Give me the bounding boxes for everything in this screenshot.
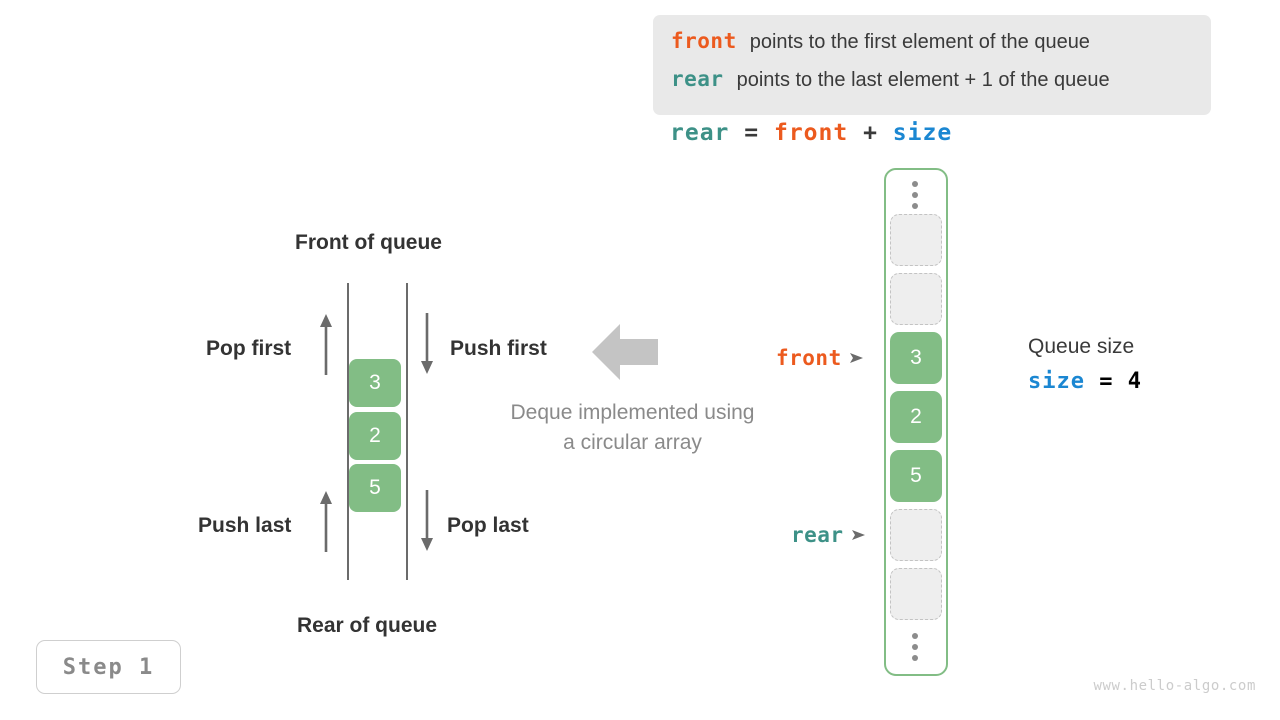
- deque-caption-line1: Deque implemented using: [510, 401, 755, 424]
- deque-cell-1: 2: [349, 412, 401, 460]
- array-slot-4: 5: [890, 450, 942, 502]
- pop-last-label: Pop last: [447, 514, 529, 537]
- equation-plus: +: [863, 120, 878, 146]
- push-last-arrow-up-icon: [320, 491, 332, 552]
- queue-size-equals: =: [1099, 369, 1114, 394]
- equation-equals: =: [744, 120, 760, 146]
- legend-box: front points to the first element of the…: [653, 15, 1211, 115]
- queue-size-var: size: [1028, 369, 1085, 394]
- pop-last-arrow-down-icon: [421, 490, 433, 551]
- queue-size-equation: size = 4: [1028, 369, 1142, 394]
- array-slot-0: [890, 214, 942, 266]
- deque-rail-right: [406, 283, 408, 580]
- legend-keyword-front: front: [671, 29, 737, 53]
- queue-size-value: 4: [1127, 369, 1142, 394]
- pointer-rear-arrow-icon: [851, 530, 865, 540]
- array-slot-5: [890, 509, 942, 561]
- queue-size-block: Queue size size = 4: [1028, 335, 1142, 394]
- equation-lhs: rear: [670, 120, 730, 146]
- step-badge: Step 1: [36, 640, 181, 694]
- pointer-front-label: front: [776, 346, 842, 370]
- push-last-label: Push last: [198, 514, 292, 537]
- push-first-arrow-down-icon: [421, 313, 433, 374]
- watermark: www.hello-algo.com: [1093, 678, 1256, 694]
- pop-first-label: Pop first: [206, 337, 292, 360]
- push-first-label: Push first: [450, 337, 547, 360]
- array-slot-2: 3: [890, 332, 942, 384]
- array-bottom-ellipsis-icon: [911, 633, 919, 661]
- deque-caption: Deque implemented using a circular array: [470, 398, 795, 458]
- pointer-front-arrow-icon: [849, 353, 863, 363]
- equation-rhs-size: size: [892, 120, 953, 146]
- legend-line-rear: rear points to the last element + 1 of t…: [671, 67, 1193, 105]
- pop-first-arrow-up-icon: [320, 314, 332, 375]
- rear-of-queue-title: Rear of queue: [297, 614, 438, 637]
- array-top-ellipsis-icon: [911, 181, 919, 209]
- deque-rail-left: [347, 283, 349, 580]
- deque-cell-2: 5: [349, 464, 401, 512]
- legend-text-rear: points to the last element + 1 of the qu…: [736, 69, 1110, 91]
- queue-size-title: Queue size: [1028, 335, 1135, 358]
- deque-cell-0: 3: [349, 359, 401, 407]
- equation-rear-front-size: rear = front + size: [670, 120, 952, 146]
- equation-rhs-front: front: [773, 120, 849, 146]
- transform-arrow-left-icon: [592, 324, 658, 380]
- array-slot-3: 2: [890, 391, 942, 443]
- array-slot-6: [890, 568, 942, 620]
- pointer-front: front: [776, 346, 865, 370]
- front-of-queue-title: Front of queue: [295, 231, 442, 254]
- array-slot-1: [890, 273, 942, 325]
- pointer-rear-label: rear: [791, 523, 844, 547]
- deque-caption-line2: a circular array: [563, 431, 702, 454]
- legend-line-front: front points to the first element of the…: [671, 29, 1193, 67]
- legend-text-front: points to the first element of the queue: [749, 31, 1090, 53]
- pointer-rear: rear: [791, 523, 867, 547]
- circular-array-frame: [884, 168, 948, 676]
- legend-keyword-rear: rear: [671, 67, 724, 91]
